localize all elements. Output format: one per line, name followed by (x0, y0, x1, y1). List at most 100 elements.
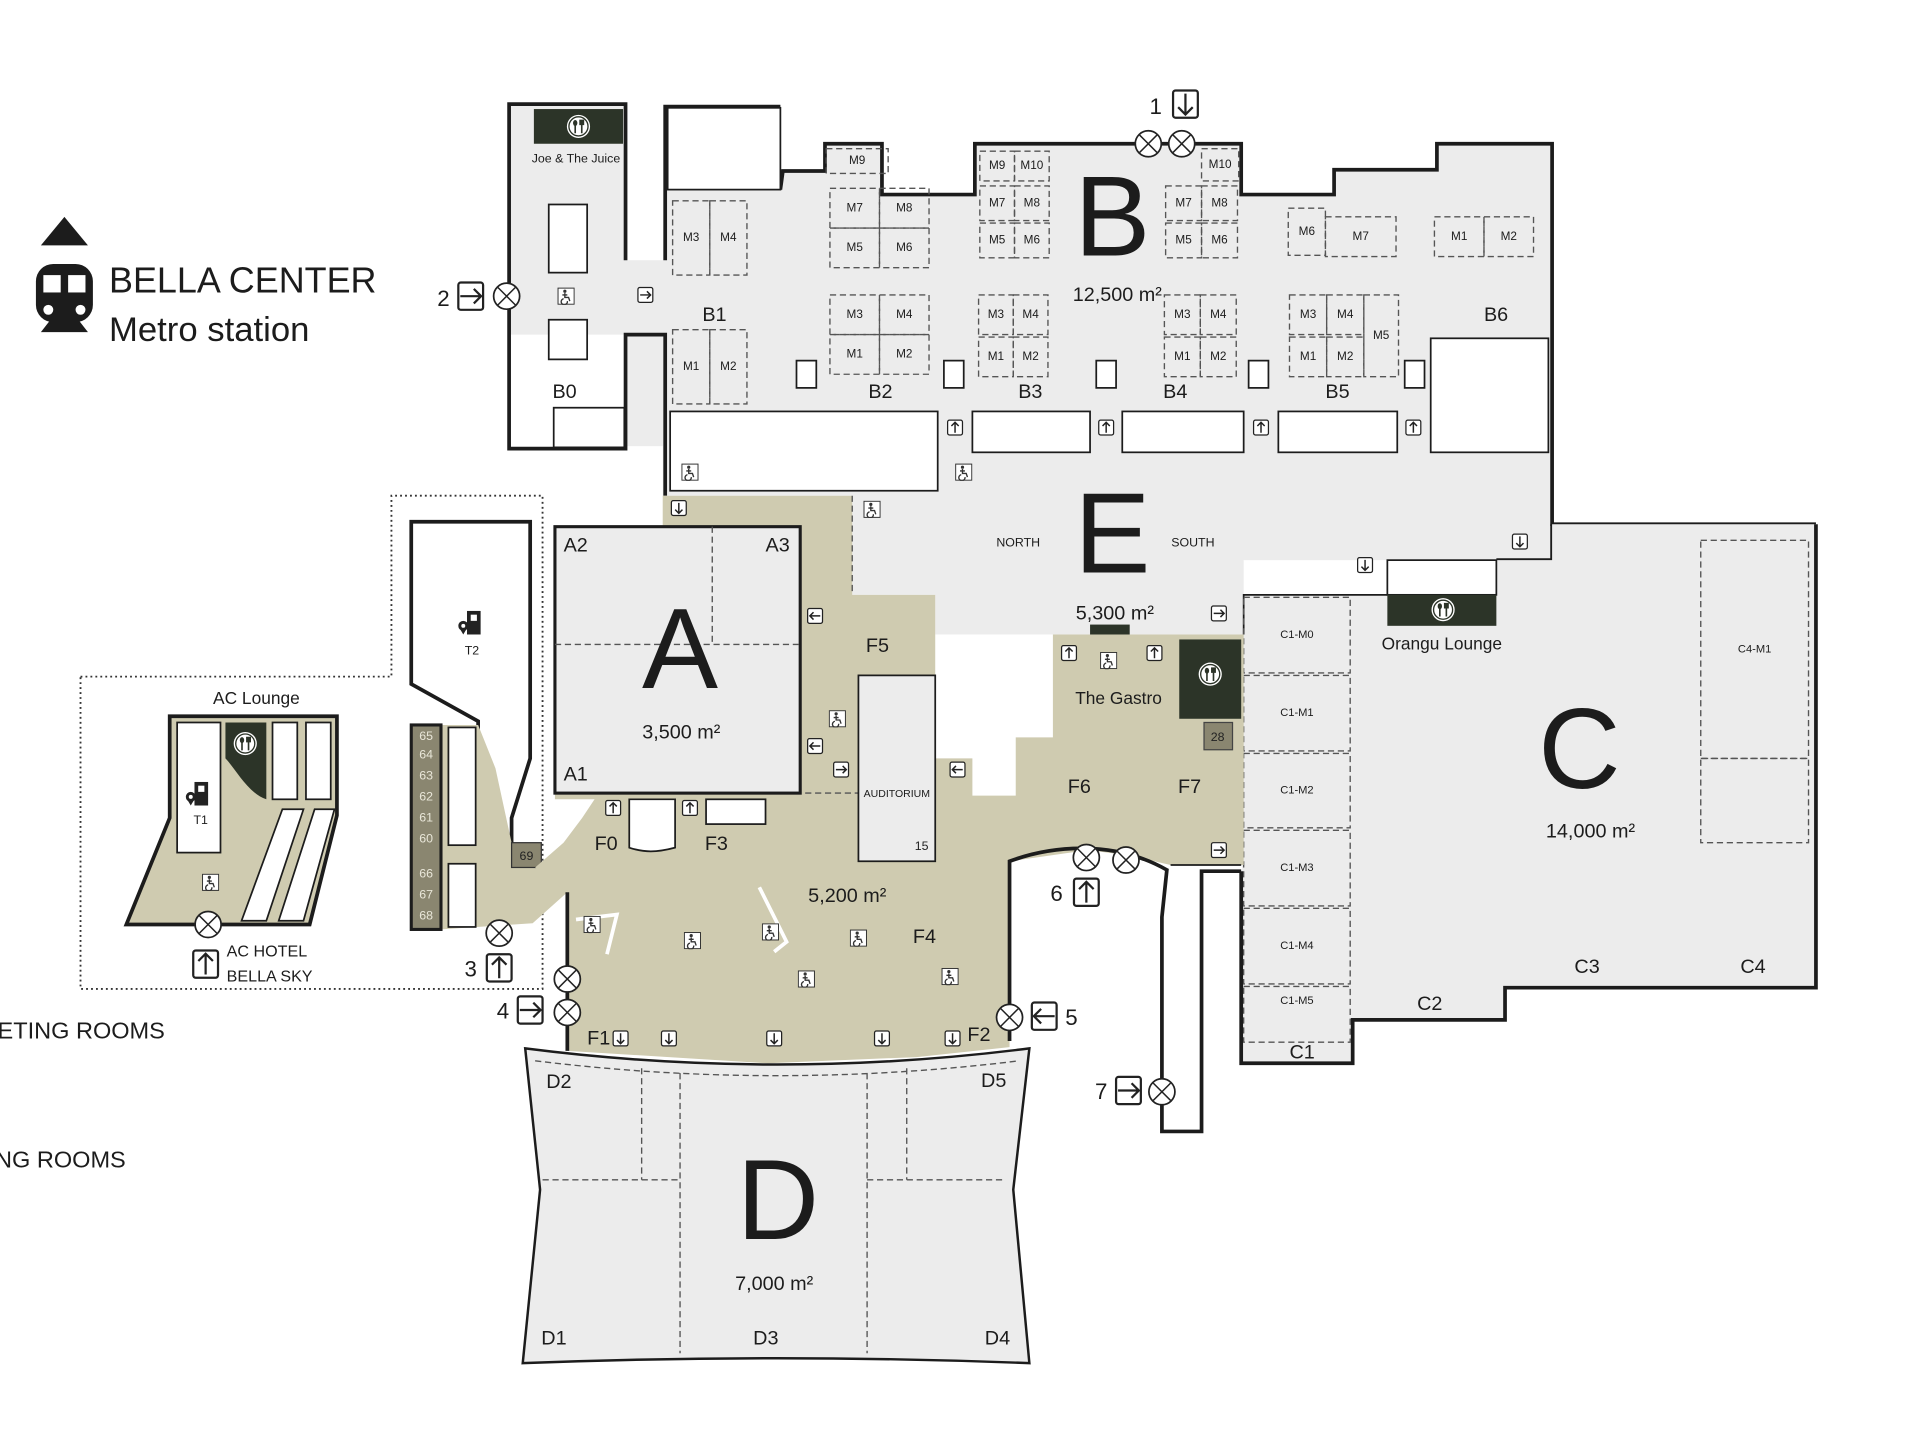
accessibility-icon (557, 287, 575, 305)
entrance-1[interactable]: 1 (1150, 89, 1199, 119)
section-a2: A2 (564, 534, 588, 556)
tower-room[interactable]: 65 (419, 729, 433, 743)
meeting-room-label: M3 (847, 308, 864, 321)
meeting-room-b2[interactable]: M2 (878, 333, 930, 375)
entrance-2[interactable]: 2 (437, 281, 485, 312)
hall-d: D1 D2 D3 D4 D5 D 7,000 m² (521, 1046, 1031, 1365)
section-d2: D2 (546, 1071, 571, 1093)
meeting-room-b1[interactable]: M4 (709, 200, 748, 276)
entrance-door-icon[interactable] (1112, 846, 1140, 874)
meeting-room-b2[interactable]: M9 (825, 148, 889, 175)
hall-e-area: 5,300 m² (1076, 603, 1155, 625)
meeting-room-b5[interactable]: M5 (1363, 294, 1400, 378)
tower-room[interactable]: 60 (419, 832, 433, 846)
hall-f-area: 5,200 m² (808, 885, 887, 907)
hall-e-letter[interactable]: E (1074, 471, 1150, 598)
meeting-room-c1[interactable]: C1-M2 (1242, 752, 1351, 829)
meeting-room-label: M3 (1174, 308, 1191, 321)
tower-room[interactable]: 64 (419, 747, 433, 761)
meeting-room-b4[interactable]: M4 (1199, 294, 1237, 336)
entrance-door-icon[interactable] (194, 910, 222, 939)
accessibility-icon (849, 929, 868, 947)
meeting-room-b3[interactable]: M10 (1013, 150, 1050, 182)
hall-d-letter[interactable]: D (737, 1137, 819, 1264)
section-f4: F4 (913, 926, 936, 948)
meeting-room-c1[interactable]: C1-M1 (1242, 674, 1351, 752)
meeting-room-label: M1 (1451, 230, 1467, 243)
entrance-door-icon[interactable] (492, 282, 521, 311)
tower-room[interactable]: 67 (419, 887, 433, 901)
meeting-room-b5[interactable]: M3 (1288, 294, 1328, 336)
meeting-room-outline (1288, 336, 1328, 378)
meeting-room-b5[interactable]: M1 (1288, 336, 1328, 378)
room-28[interactable]: 28 (1211, 730, 1225, 744)
exit-arrow-up-icon (1146, 645, 1163, 662)
meeting-room-b4[interactable]: M2 (1199, 336, 1237, 378)
meeting-room-b3[interactable]: M2 (1012, 336, 1049, 378)
pillar (943, 359, 965, 389)
entrance-7[interactable]: 7 (1095, 1075, 1142, 1106)
meeting-room-c1[interactable]: C1-M0 (1242, 596, 1351, 674)
entrance-number: 2 (437, 286, 449, 311)
entrance-door-icon[interactable] (553, 965, 582, 993)
exit-arrow-up-icon (1405, 419, 1422, 436)
meeting-rooms-legend-1[interactable]: ETING ROOMS (0, 1017, 165, 1043)
meeting-room-label: M2 (720, 360, 736, 373)
pillar (1247, 359, 1270, 389)
meeting-room-outline (671, 328, 711, 405)
auditorium-label[interactable]: AUDITORIUM (864, 788, 930, 800)
tower-room[interactable]: 63 (419, 768, 433, 782)
meeting-room-b4[interactable]: M10 (1200, 148, 1240, 182)
meeting-room-b5[interactable]: M4 (1325, 294, 1365, 336)
tower-room[interactable]: 62 (419, 790, 433, 804)
meeting-room-b3[interactable]: M6 (1013, 222, 1050, 259)
entrance-door-icon[interactable] (1148, 1077, 1176, 1106)
entrance-4[interactable]: 4 (497, 995, 544, 1025)
bella-sky-label: BELLA SKY (227, 967, 313, 985)
accessibility-icon (955, 463, 973, 481)
meeting-room-b2[interactable]: M6 (878, 227, 930, 269)
meeting-room-b4[interactable]: M6 (1200, 222, 1239, 259)
entrance-6[interactable]: 6 (1050, 877, 1100, 908)
hall-a-letter[interactable]: A (642, 586, 718, 713)
entrance-door-icon[interactable] (1167, 129, 1196, 158)
meeting-room-c1[interactable]: C1-M4 (1242, 907, 1351, 985)
meeting-room-c1[interactable]: C1-M5 (1242, 985, 1351, 1043)
meeting-room-b5[interactable]: M6 (1287, 207, 1327, 256)
meeting-room-b1[interactable]: M1 (671, 328, 711, 405)
meeting-room-b5[interactable]: M7 (1324, 216, 1397, 258)
accessibility-icon (583, 915, 601, 934)
entrance-door-icon[interactable] (485, 919, 514, 948)
meeting-room-b3[interactable]: M4 (1012, 294, 1049, 336)
meeting-room-b3[interactable]: M8 (1013, 185, 1050, 222)
entrance-door-icon[interactable] (995, 1003, 1024, 1032)
meeting-room-b5[interactable]: M2 (1325, 336, 1365, 378)
meeting-rooms-legend-2[interactable]: NG ROOMS (0, 1146, 126, 1172)
metro-subtitle: Metro station (109, 311, 309, 349)
meeting-room-b6[interactable]: M2 (1483, 216, 1535, 258)
hall-c-area: 14,000 m² (1546, 821, 1636, 843)
entrance-3[interactable]: 3 (465, 953, 513, 983)
meeting-room-b1[interactable]: M3 (671, 200, 711, 276)
meeting-room-c1[interactable]: C1-M3 (1242, 829, 1351, 907)
entrance-door-icon[interactable] (1072, 843, 1101, 872)
entrance-door-icon[interactable] (553, 998, 582, 1027)
section-f0: F0 (595, 833, 618, 855)
meeting-room-outline (1242, 907, 1351, 985)
hall-c-letter[interactable]: C (1538, 686, 1620, 813)
meeting-room-outline (1242, 674, 1351, 752)
accessibility-icon (683, 931, 702, 950)
tower-room[interactable]: 68 (419, 909, 433, 923)
the-gastro-label[interactable]: The Gastro (1075, 688, 1162, 708)
section-d4: D4 (985, 1328, 1010, 1350)
hall-b-letter[interactable]: B (1074, 153, 1150, 280)
tower-room[interactable]: 66 (419, 866, 433, 880)
meeting-room-b1[interactable]: M2 (709, 328, 748, 405)
tower-room[interactable]: 61 (419, 811, 433, 825)
entrance-5[interactable]: 5 (1030, 1001, 1078, 1031)
entrance-door-icon[interactable] (1134, 129, 1163, 158)
room-69[interactable]: 69 (520, 849, 534, 863)
meeting-room-b4[interactable]: M8 (1200, 185, 1239, 222)
meeting-room-label: M3 (988, 308, 1005, 321)
